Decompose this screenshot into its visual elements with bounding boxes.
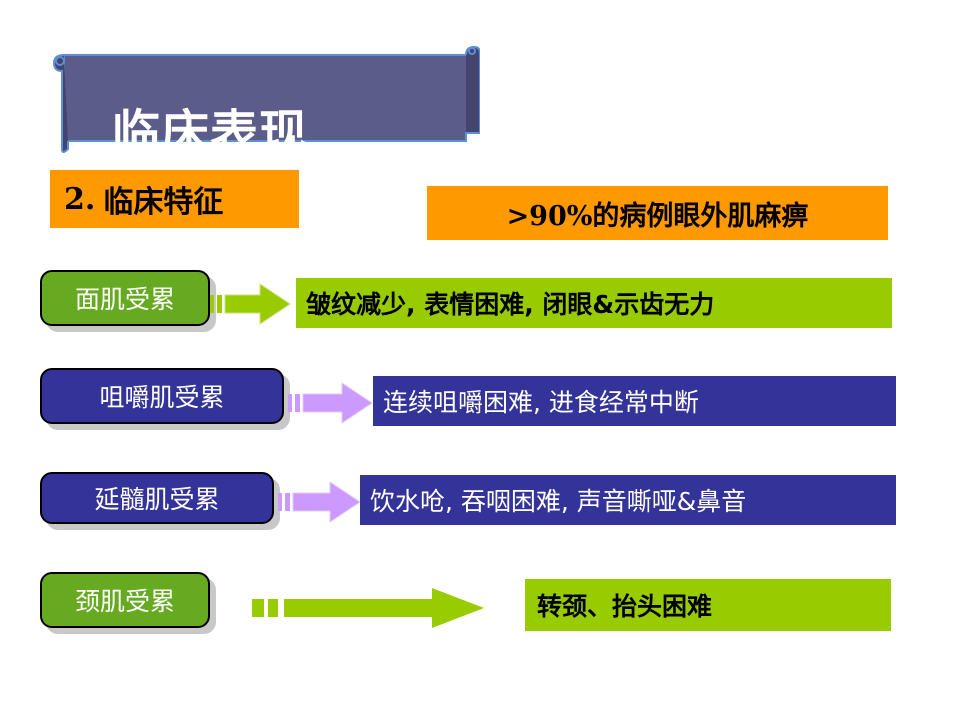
section-header: 2. 临床特征 [50,170,299,228]
label-neck-muscle: 颈肌受累 [40,572,210,628]
arrow-icon [288,382,373,424]
title-banner: 临床表现 [50,45,480,161]
scroll-banner-shape [52,45,480,153]
page-title: 临床表现 [112,105,309,161]
label-facial-muscle: 面肌受累 [40,270,210,326]
arrow-icon [278,481,361,523]
result-facial-muscle: 皱纹减少, 表情困难, 闭眼&示齿无力 [296,278,892,328]
section-number: 2. [64,181,96,217]
arrow-icon [252,588,484,628]
label-masticatory-muscle: 咀嚼肌受累 [40,368,284,424]
result-bulbar-muscle: 饮水呛, 吞咽困难, 声音嘶哑&鼻音 [360,475,896,525]
label-bulbar-muscle: 延髓肌受累 [40,472,274,524]
section-label: 临床特征 [103,185,224,220]
result-neck-muscle: 转颈、抬头困难 [525,579,891,631]
arrow-icon [210,283,291,325]
result-masticatory-muscle: 连续咀嚼困难, 进食经常中断 [373,376,896,426]
stat-box: >90%的病例眼外肌麻痹 [427,186,888,240]
